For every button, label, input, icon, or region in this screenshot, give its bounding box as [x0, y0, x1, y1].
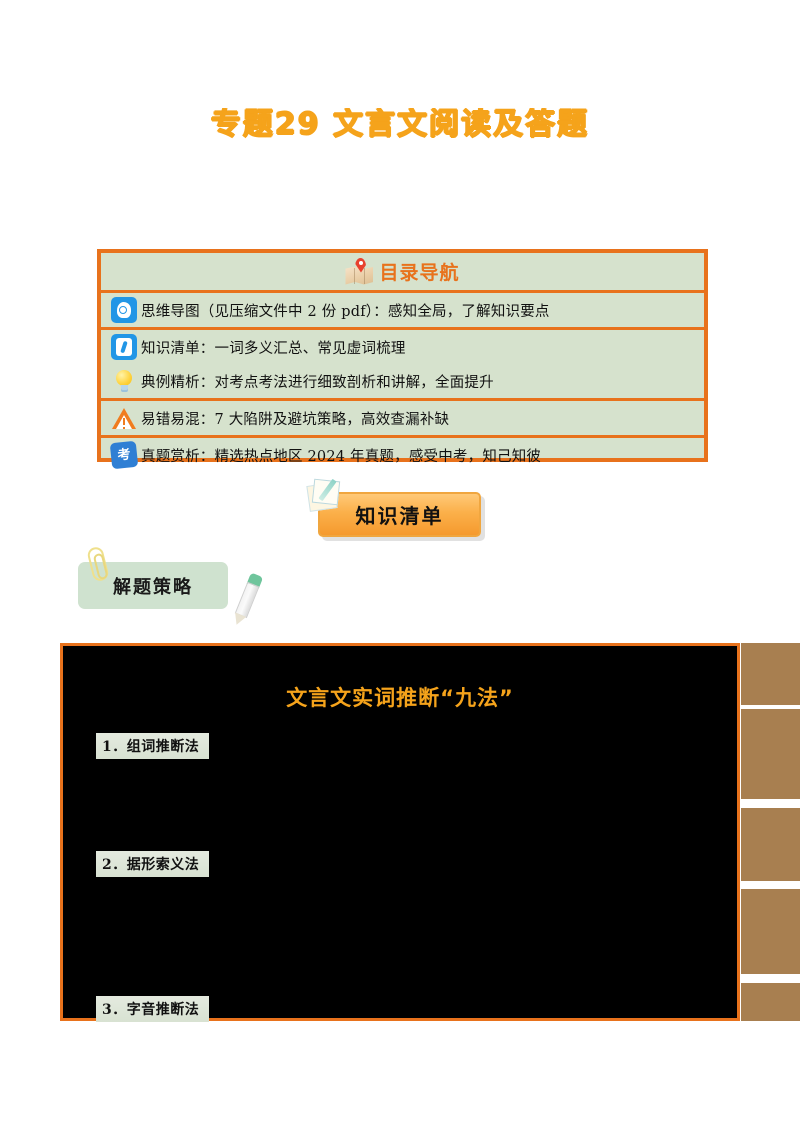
- toc-row[interactable]: 考 真题赏析：精选热点地区 2024 年真题，感受中考，知己知彼: [101, 438, 704, 472]
- edge-artifact-block: [741, 643, 800, 705]
- method-item: 1．组词推断法: [96, 733, 210, 759]
- page-title: 专题29 文言文阅读及答题: [210, 108, 590, 142]
- edge-artifact-block: [741, 889, 800, 974]
- brain-head-icon: [111, 297, 137, 323]
- exam-badge-icon: 考: [109, 440, 139, 470]
- toc-header: 目录导航: [101, 253, 704, 293]
- toc-box: 目录导航 思维导图（见压缩文件中 2 份 pdf）：感知全局，了解知识要点 知识…: [97, 249, 708, 470]
- toc-row-text: 思维导图（见压缩文件中 2 份 pdf）：感知全局，了解知识要点: [141, 303, 550, 320]
- toc-header-title: 目录导航: [379, 262, 460, 284]
- method-item: 2．据形索义法: [96, 851, 210, 877]
- map-pin-icon: [345, 257, 375, 286]
- toc-row-text: 典例精析：对考点考法进行细致剖析和讲解，全面提升: [141, 374, 494, 391]
- lightbulb-icon: [111, 368, 137, 394]
- toc-group-1: 思维导图（见压缩文件中 2 份 pdf）：感知全局，了解知识要点: [101, 293, 704, 330]
- badge-solving-strategy[interactable]: 解题策略: [78, 545, 264, 628]
- toc-row[interactable]: 典例精析：对考点考法进行细致剖析和讲解，全面提升: [101, 364, 704, 398]
- toc-row-text: 真题赏析：精选热点地区 2024 年真题，感受中考，知己知彼: [141, 448, 542, 465]
- edge-artifact-block: [741, 808, 800, 881]
- badge-strategy-label: 解题策略: [113, 576, 193, 598]
- pencil-icon: [230, 572, 264, 628]
- method-item: 3．字音推断法: [96, 996, 210, 1022]
- edge-artifact-block: [741, 709, 800, 799]
- toc-group-2: 知识清单：一词多义汇总、常见虚词梳理 典例精析：对考点考法进行细致剖析和讲解，全…: [101, 330, 704, 401]
- content-box: 文言文实词推断“九法” 1．组词推断法 2．据形索义法 3．字音推断法: [60, 643, 740, 1022]
- toc-row[interactable]: 易错易混：7 大陷阱及避坑策略，高效查漏补缺: [101, 401, 704, 435]
- toc-group-3: 易错易混：7 大陷阱及避坑策略，高效查漏补缺: [101, 401, 704, 438]
- edge-artifact-block: [741, 983, 800, 1021]
- toc-row[interactable]: 思维导图（见压缩文件中 2 份 pdf）：感知全局，了解知识要点: [101, 293, 704, 327]
- toc-group-4: 考 真题赏析：精选热点地区 2024 年真题，感受中考，知己知彼: [101, 438, 704, 472]
- paperclip-icon: [86, 545, 110, 583]
- note-pen-icon: [111, 334, 137, 360]
- toc-row-text: 知识清单：一词多义汇总、常见虚词梳理: [141, 340, 406, 357]
- content-heading: 文言文实词推断“九法”: [286, 686, 514, 710]
- notebook-pencil-icon: [306, 478, 348, 514]
- toc-row[interactable]: 知识清单：一词多义汇总、常见虚词梳理: [101, 330, 704, 364]
- warning-triangle-icon: [111, 405, 137, 431]
- edge-artifact-strip: [741, 643, 800, 1021]
- badge-knowledge-label: 知识清单: [355, 504, 444, 528]
- toc-row-text: 易错易混：7 大陷阱及避坑策略，高效查漏补缺: [141, 411, 450, 428]
- badge-knowledge-list[interactable]: 知识清单: [306, 478, 481, 537]
